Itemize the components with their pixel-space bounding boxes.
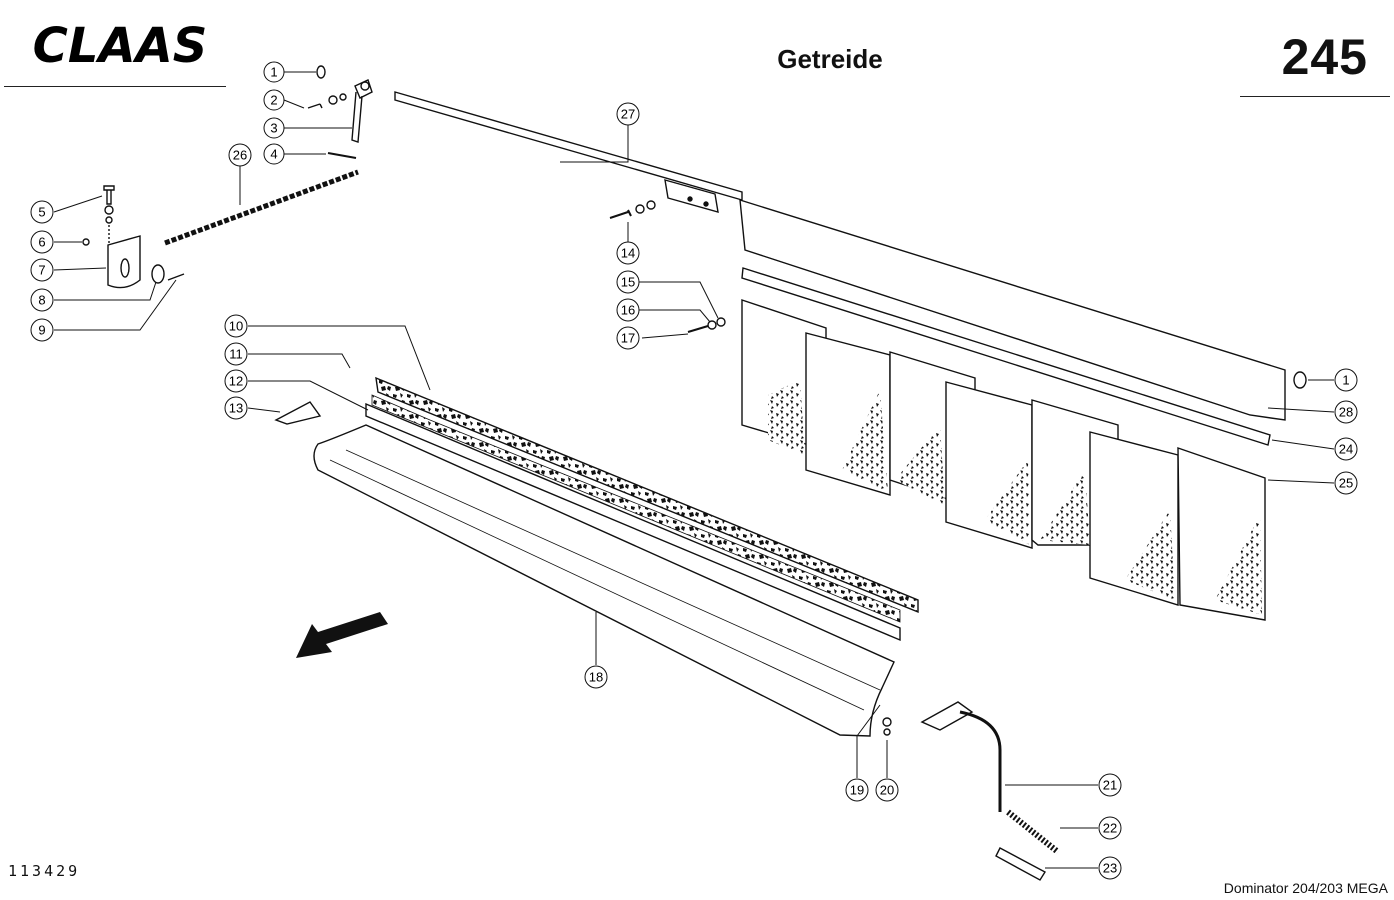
svg-text:8: 8 xyxy=(38,293,45,308)
callout-18: 18 xyxy=(584,665,608,689)
callout-1: 1 xyxy=(263,61,285,83)
page-title: Getreide xyxy=(777,44,883,74)
callout-25: 25 xyxy=(1334,471,1358,495)
svg-text:26: 26 xyxy=(233,148,247,163)
callout-2: 2 xyxy=(263,89,285,111)
brand-logo-text: CLAAS xyxy=(33,22,208,68)
svg-text:25: 25 xyxy=(1339,476,1353,491)
svg-text:9: 9 xyxy=(38,323,45,338)
travel-direction-arrow-icon xyxy=(296,612,388,658)
svg-text:14: 14 xyxy=(621,246,635,261)
callout-3: 3 xyxy=(263,117,285,139)
callout-26: 26 xyxy=(228,143,252,167)
machine-model: Dominator 204/203 MEGA xyxy=(1223,880,1388,896)
callout-labels: 1 2 3 4 5 6 7 8 9 10 11 12 13 14 15 16 1… xyxy=(30,61,1358,880)
callout-21: 21 xyxy=(1098,773,1122,797)
callout-10: 10 xyxy=(224,314,248,338)
svg-text:23: 23 xyxy=(1103,861,1117,876)
svg-text:24: 24 xyxy=(1339,442,1353,457)
svg-text:13: 13 xyxy=(229,401,243,416)
callout-7: 7 xyxy=(30,258,54,282)
svg-text:12: 12 xyxy=(229,374,243,389)
svg-text:18: 18 xyxy=(589,670,603,685)
svg-text:16: 16 xyxy=(621,303,635,318)
callout-6: 6 xyxy=(30,230,54,254)
callout-16: 16 xyxy=(616,298,640,322)
callout-17: 17 xyxy=(616,326,640,350)
svg-text:27: 27 xyxy=(621,107,635,122)
drawing-number: 113429 xyxy=(8,862,81,880)
part-geometry xyxy=(82,65,1307,881)
svg-text:10: 10 xyxy=(229,319,243,334)
callout-5: 5 xyxy=(30,200,54,224)
callout-11: 11 xyxy=(224,342,248,366)
callout-8: 8 xyxy=(30,288,54,312)
svg-text:17: 17 xyxy=(621,331,635,346)
callout-15: 15 xyxy=(616,270,640,294)
svg-text:22: 22 xyxy=(1103,821,1117,836)
svg-text:6: 6 xyxy=(38,235,45,250)
svg-text:3: 3 xyxy=(270,121,277,136)
svg-text:4: 4 xyxy=(270,147,277,162)
callout-22: 22 xyxy=(1098,816,1122,840)
svg-text:28: 28 xyxy=(1339,405,1353,420)
callout-27: 27 xyxy=(616,102,640,126)
callout-1-right: 1 xyxy=(1334,368,1358,392)
callout-14: 14 xyxy=(616,241,640,265)
header-rule-left xyxy=(4,86,226,87)
claas-logo: CLAAS xyxy=(33,22,208,68)
svg-text:5: 5 xyxy=(38,205,45,220)
callout-24: 24 xyxy=(1334,437,1358,461)
callout-19: 19 xyxy=(845,778,869,802)
leader-lines xyxy=(53,71,1335,869)
header-rule-right xyxy=(1240,96,1390,97)
callout-4: 4 xyxy=(263,143,285,165)
svg-text:2: 2 xyxy=(270,93,277,108)
callout-9: 9 xyxy=(30,318,54,342)
svg-text:20: 20 xyxy=(880,783,894,798)
svg-text:15: 15 xyxy=(621,275,635,290)
callout-13: 13 xyxy=(224,396,248,420)
svg-text:1: 1 xyxy=(270,65,277,80)
callout-28: 28 xyxy=(1334,400,1358,424)
svg-text:19: 19 xyxy=(850,783,864,798)
callout-23: 23 xyxy=(1098,856,1122,880)
svg-text:1: 1 xyxy=(1342,373,1349,388)
callout-12: 12 xyxy=(224,369,248,393)
svg-text:11: 11 xyxy=(229,347,243,362)
svg-text:21: 21 xyxy=(1103,778,1117,793)
page-number: 245 xyxy=(1281,29,1368,85)
callout-20: 20 xyxy=(875,778,899,802)
svg-text:7: 7 xyxy=(38,263,45,278)
